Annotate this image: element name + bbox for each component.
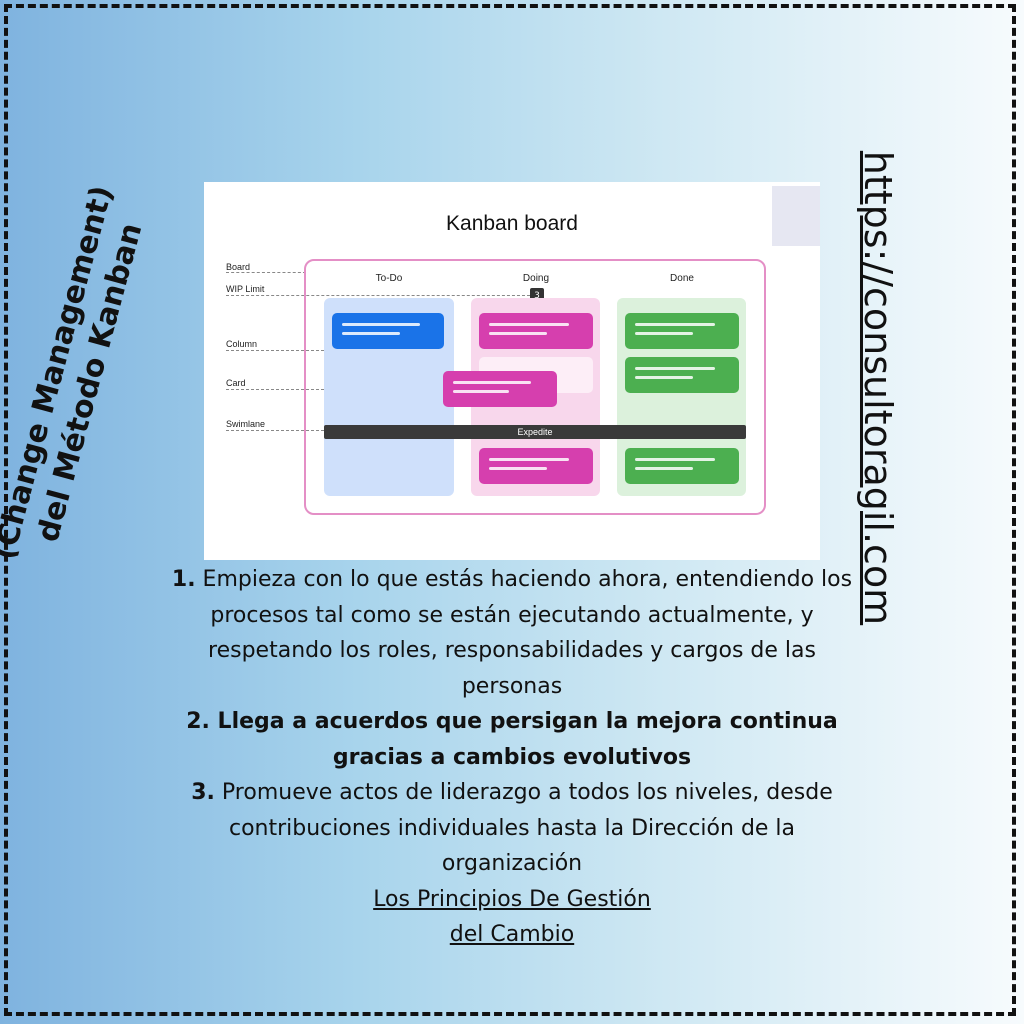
wip-guide xyxy=(226,295,530,296)
principles-link-line1[interactable]: Los Principios De Gestión xyxy=(373,886,651,912)
label-swimlane: Swimlane xyxy=(226,419,266,429)
column-header-todo: To-Do xyxy=(375,273,403,284)
principles-link[interactable]: Los Principios De Gestión del Cambio xyxy=(170,882,854,953)
column-header-done: Done xyxy=(670,273,694,284)
website-url[interactable]: https://consultoragil.com xyxy=(856,150,900,626)
label-wip-limit: WIP Limit xyxy=(226,284,265,294)
column-guide xyxy=(226,350,324,351)
board-guide xyxy=(226,272,306,273)
kanban-title-text: Kanban board xyxy=(446,212,578,235)
card-doing-1 xyxy=(479,313,593,349)
column-header-doing: Doing xyxy=(522,273,550,284)
label-board: Board xyxy=(226,262,251,272)
label-column: Column xyxy=(226,339,258,349)
kanban-board xyxy=(304,259,766,515)
side-title-line1: (Change Management) xyxy=(0,181,121,564)
principle-1: 1. Empieza con lo que estás haciendo aho… xyxy=(170,562,854,704)
principle-3-number: 3. xyxy=(191,780,215,805)
principle-1-text: Empieza con lo que estás haciendo ahora,… xyxy=(195,567,853,699)
principle-2: 2. Llega a acuerdos que persigan la mejo… xyxy=(186,709,838,770)
principle-1-number: 1. xyxy=(171,567,196,592)
label-card: Card xyxy=(226,378,246,388)
swimlane-guide xyxy=(226,430,324,431)
card-moving xyxy=(443,371,557,407)
principles-text: 1. Empieza con lo que estás haciendo aho… xyxy=(170,562,854,953)
card-doing-expedite xyxy=(479,448,593,484)
principle-3-text: Promueve actos de liderazgo a todos los … xyxy=(214,780,833,876)
card-done-1 xyxy=(625,313,739,349)
principle-3: 3. Promueve actos de liderazgo a todos l… xyxy=(170,775,854,882)
panel-corner-shade xyxy=(772,186,820,246)
swimlane-expedite: Expedite xyxy=(324,425,746,439)
principles-link-line2[interactable]: del Cambio xyxy=(449,922,575,947)
card-todo-1 xyxy=(332,313,444,349)
kanban-title: Kanban board xyxy=(204,212,820,236)
card-done-expedite xyxy=(625,448,739,484)
card-done-2 xyxy=(625,357,739,393)
